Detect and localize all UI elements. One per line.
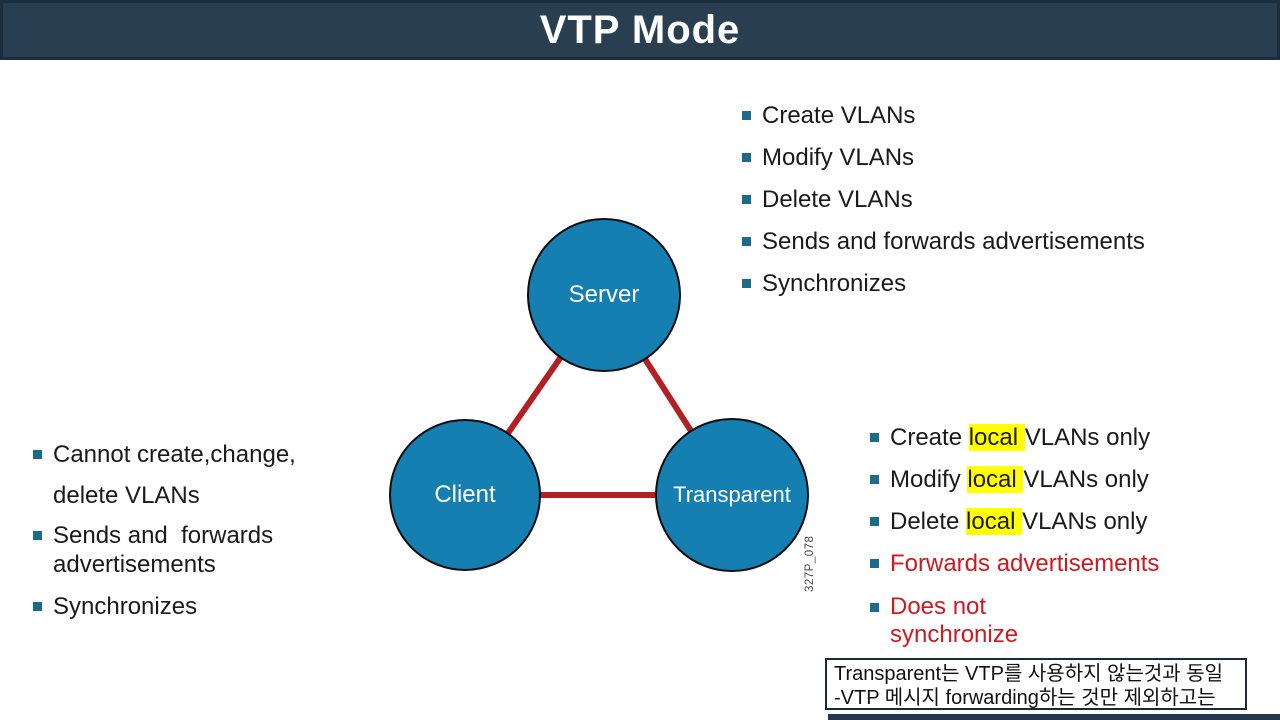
list-item: Synchronizes — [742, 263, 1145, 305]
list-item-label: Create — [890, 424, 969, 451]
list-item-label: Forwards advertisements — [890, 550, 1160, 577]
list-item: Forwards advertisements — [870, 543, 1159, 585]
list-item-label: Sends and forwards advertisements — [762, 228, 1145, 255]
list-item-label: Create VLANs — [762, 102, 916, 129]
client-capabilities-list: Cannot create,change, delete VLANs Sends… — [33, 434, 296, 627]
square-bullet-icon — [742, 153, 751, 162]
square-bullet-icon — [870, 475, 879, 484]
list-item-label: synchronize — [890, 621, 1019, 648]
list-item-label: VLANs only — [1024, 424, 1151, 451]
node-client-label: Client — [434, 481, 496, 508]
list-item-label: Modify VLANs — [762, 144, 915, 171]
server-capabilities-list: Create VLANs Modify VLANs Delete VLANs S… — [742, 95, 1145, 305]
square-bullet-icon — [870, 603, 879, 612]
list-item-label: Modify — [890, 466, 968, 493]
list-item: Delete local VLANs only — [870, 501, 1159, 543]
square-bullet-icon — [870, 559, 879, 568]
list-item-label: VLANs only — [1023, 466, 1149, 493]
list-item-label: VLANs only — [1022, 508, 1148, 535]
list-item-label: Does not — [890, 593, 987, 620]
list-item-label: advertisements — [53, 551, 216, 578]
highlighted-text: local — [968, 424, 1025, 451]
highlighted-text: local — [967, 466, 1024, 493]
list-item: Sends and forwards advertisements — [742, 221, 1145, 263]
node-client: Client — [389, 419, 541, 571]
list-item-label: Sends and forwards — [53, 522, 274, 549]
node-transparent: Transparent — [655, 418, 809, 572]
square-bullet-icon — [870, 517, 879, 526]
slide-title: VTP Mode — [539, 7, 741, 52]
square-bullet-icon — [742, 111, 751, 120]
square-bullet-icon — [742, 195, 751, 204]
list-item-label: Delete VLANs — [762, 186, 913, 213]
list-item: Create local VLANs only — [870, 417, 1159, 459]
list-item-label: Synchronizes — [762, 270, 907, 297]
square-bullet-icon — [33, 602, 42, 611]
node-transparent-label: Transparent — [673, 482, 791, 507]
square-bullet-icon — [33, 531, 42, 540]
list-item: Sends and forwards advertisements — [33, 521, 296, 579]
bottom-bar — [828, 714, 1280, 720]
square-bullet-icon — [33, 450, 42, 459]
list-item: Create VLANs — [742, 95, 1145, 137]
square-bullet-icon — [870, 433, 879, 442]
node-server: Server — [527, 218, 681, 372]
node-server-label: Server — [568, 281, 640, 308]
list-item: Modify VLANs — [742, 137, 1145, 179]
list-item: Synchronizes — [33, 586, 296, 627]
list-item-label: Delete — [890, 508, 967, 535]
list-item: Does not synchronize — [870, 593, 1159, 649]
list-item: Cannot create,change, delete VLANs — [33, 434, 296, 516]
square-bullet-icon — [742, 237, 751, 246]
square-bullet-icon — [742, 279, 751, 288]
list-item: Modify local VLANs only — [870, 459, 1159, 501]
list-item-label: delete VLANs — [53, 482, 200, 509]
list-item-label: Cannot create,change, — [53, 441, 296, 468]
list-item-label: Synchronizes — [53, 593, 198, 620]
transparent-note-box: Transparent는 VTP를 사용하지 않는것과 동일 -VTP 메시지 … — [825, 658, 1247, 710]
transparent-capabilities-list: Create local VLANs only Modify local VLA… — [870, 417, 1159, 649]
highlighted-text: local — [966, 508, 1023, 535]
figure-watermark: 327P_078 — [804, 535, 816, 592]
list-item: Delete VLANs — [742, 179, 1145, 221]
note-line: Transparent는 VTP를 사용하지 않는것과 동일 — [834, 663, 1224, 685]
note-line: -VTP 메시지 forwarding하는 것만 제외하고는 — [834, 687, 1216, 709]
title-bar: VTP Mode — [0, 0, 1280, 60]
